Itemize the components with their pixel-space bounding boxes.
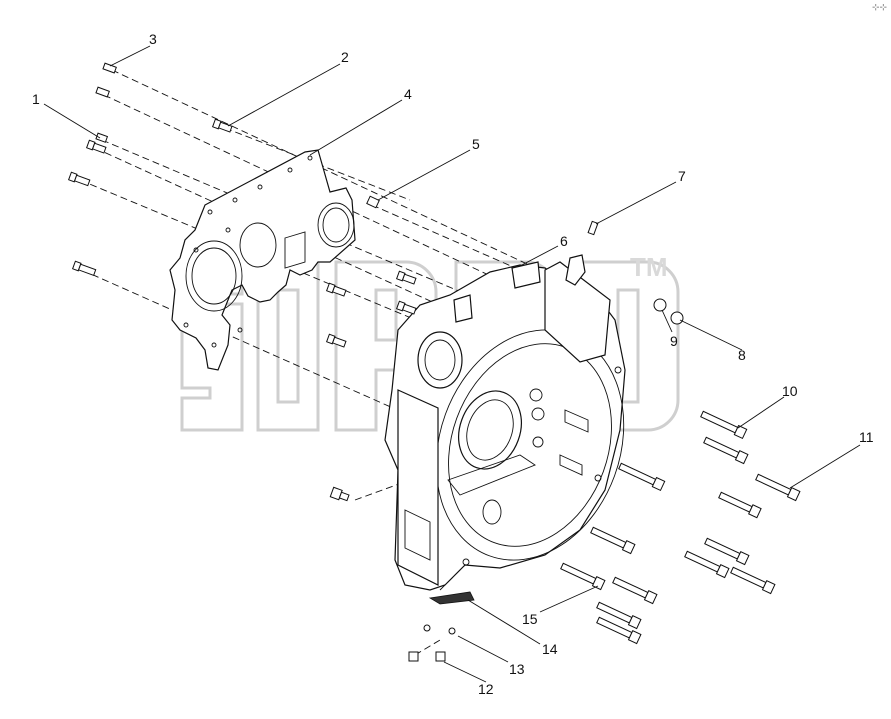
callout-2: 2	[341, 49, 349, 65]
leader-lines	[43, 45, 861, 683]
right-bolts	[560, 410, 801, 645]
callout-7: 7	[678, 168, 686, 184]
callout-3: 3	[149, 31, 157, 47]
corner-mark: ⊹⊹	[872, 2, 888, 12]
small-parts	[366, 195, 684, 662]
callout-15: 15	[522, 611, 538, 627]
callout-6: 6	[560, 233, 568, 249]
callout-9: 9	[670, 333, 678, 349]
left-bolts	[67, 62, 417, 502]
callout-11: 11	[859, 429, 874, 445]
callout-10: 10	[782, 383, 798, 399]
cover-plate	[169, 149, 356, 371]
watermark-tm: TM	[630, 252, 668, 282]
callout-1: 1	[32, 91, 40, 107]
flywheel-housing	[384, 261, 626, 591]
callout-13: 13	[509, 661, 525, 677]
callout-14: 14	[542, 641, 558, 657]
callout-8: 8	[738, 347, 746, 363]
callout-4: 4	[404, 86, 412, 102]
callout-labels: 1 2 3 4 5 6 7 8 9 10 11 12 13 14 15	[32, 31, 874, 697]
callout-5: 5	[472, 136, 480, 152]
callout-12: 12	[478, 681, 494, 697]
